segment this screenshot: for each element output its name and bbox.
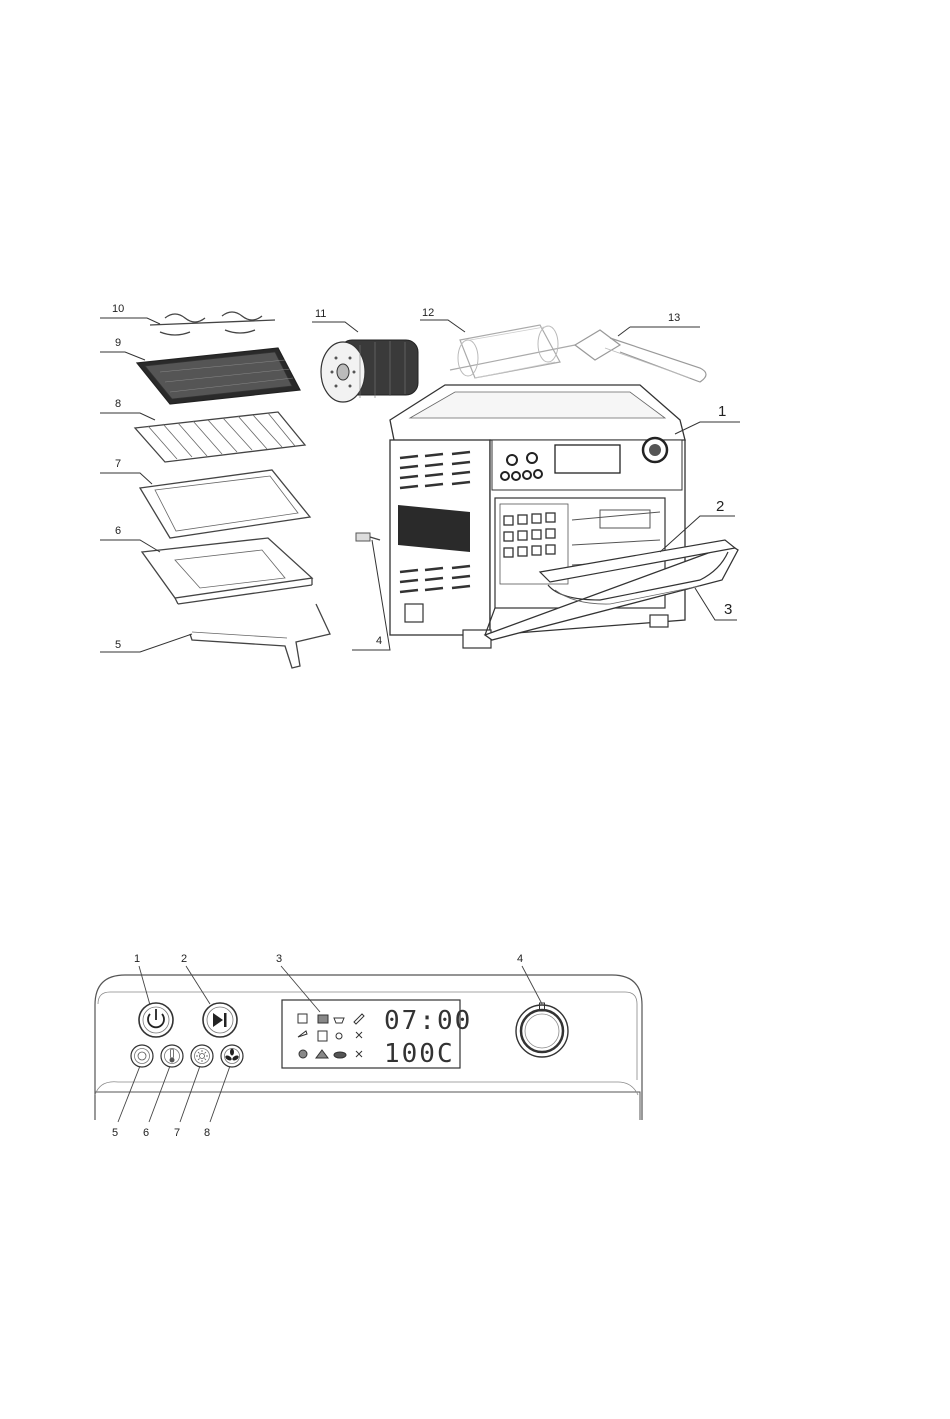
callout-6: 6	[115, 525, 121, 537]
lcd-display: 07:00 100C	[282, 1000, 472, 1069]
part-wire-rack	[135, 412, 305, 462]
callout-4: 4	[376, 635, 382, 647]
control-knob[interactable]	[516, 1003, 568, 1057]
display-time: 07:00	[384, 1006, 472, 1036]
callout-13: 13	[668, 312, 680, 324]
callout-10: 10	[112, 303, 124, 315]
part-rotisserie-forks	[150, 312, 275, 335]
exploded-view: 10 9 8 7 6 5 4 11 12 13 1 2 3	[100, 303, 740, 668]
control-panel-diagram: 07:00 100C 1 2 3 4	[95, 953, 642, 1139]
power-button[interactable]	[139, 1003, 173, 1037]
callout-11: 11	[315, 308, 326, 320]
start-pause-button[interactable]	[203, 1003, 237, 1037]
callout-9: 9	[115, 337, 121, 349]
panel-callout-2: 2	[181, 953, 187, 965]
part-baking-tray	[140, 470, 310, 538]
panel-callout-7: 7	[174, 1127, 180, 1139]
callout-3: 3	[724, 601, 732, 618]
display-temperature: 100C	[384, 1039, 455, 1069]
callout-1: 1	[718, 403, 726, 420]
light-button[interactable]	[191, 1045, 213, 1067]
part-removal-tool	[575, 330, 706, 382]
part-kebab-rack	[450, 325, 575, 378]
callout-8: 8	[115, 398, 121, 410]
panel-callout-8: 8	[204, 1127, 210, 1139]
temperature-button[interactable]	[161, 1045, 183, 1067]
part-pin	[356, 533, 380, 541]
callout-7: 7	[115, 458, 121, 470]
timer-button[interactable]	[131, 1045, 153, 1067]
panel-callout-5: 5	[112, 1127, 118, 1139]
panel-callout-1: 1	[134, 953, 140, 965]
part-drip-tray	[142, 538, 312, 604]
callout-12: 12	[422, 307, 434, 319]
part-rotisserie-basket	[321, 340, 418, 402]
callout-5: 5	[115, 639, 121, 651]
oven-body	[390, 385, 685, 648]
panel-callout-6: 6	[143, 1127, 149, 1139]
part-rack-handle	[190, 604, 330, 668]
callout-2: 2	[716, 498, 724, 515]
fan-button[interactable]	[221, 1045, 243, 1067]
panel-callout-3: 3	[276, 953, 282, 965]
part-air-fry-basket	[137, 348, 300, 404]
panel-callout-4: 4	[517, 953, 523, 965]
